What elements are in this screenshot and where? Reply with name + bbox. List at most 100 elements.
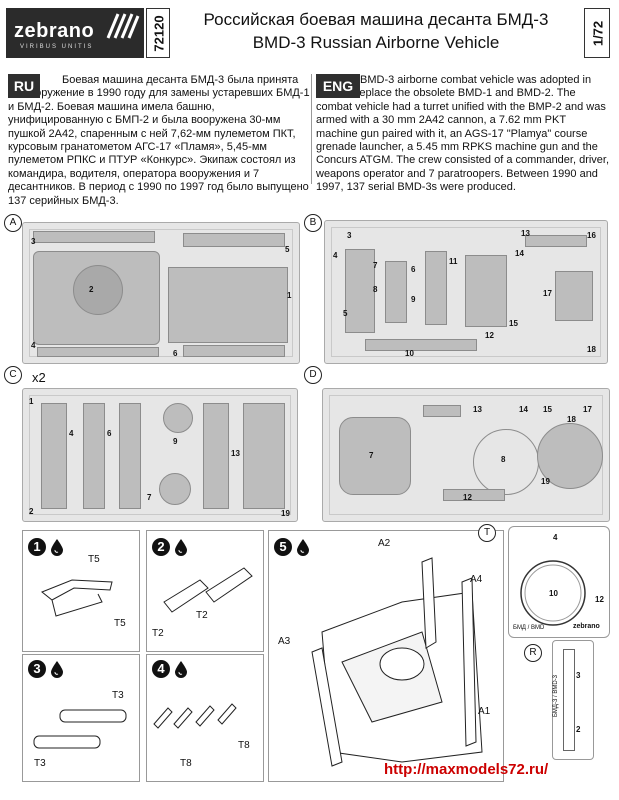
scale-label: 1/72 (590, 20, 606, 47)
plastic-part (83, 403, 105, 509)
plastic-part (423, 405, 461, 417)
sprue-d-label: D (304, 366, 322, 384)
pe-fret-r-label: R (524, 644, 542, 662)
part-number: 5 (343, 309, 348, 318)
part-number: 4 (69, 429, 74, 438)
part-number: 18 (587, 345, 596, 354)
hull-top-part (168, 267, 288, 343)
side-skirt-part (183, 345, 285, 357)
step-1-callout: T5 (114, 618, 126, 629)
step-2-callout: T2 (196, 610, 208, 621)
plastic-part (203, 403, 229, 509)
step-4-callout: T8 (238, 740, 250, 751)
glue-drop-icon (175, 539, 187, 556)
step-4-box (146, 654, 264, 782)
sprue-a: 2 1 3 4 5 6 (22, 222, 300, 364)
side-skirt-part (37, 347, 159, 357)
column-divider (311, 74, 312, 184)
step-5-callout: A3 (278, 636, 291, 647)
step-3-callout: T3 (112, 690, 124, 701)
description-english: BMD-3 airborne combat vehicle was adopte… (316, 74, 610, 194)
road-wheel-part (163, 403, 193, 433)
language-badge-en: ENG (316, 74, 360, 98)
part-number: 14 (519, 405, 528, 414)
plastic-part (525, 235, 587, 247)
step-4-drawing (153, 703, 237, 729)
part-number: 15 (509, 319, 518, 328)
plastic-part (465, 255, 507, 327)
step-3-box (22, 654, 140, 782)
plastic-part (345, 249, 375, 333)
step-1-number: 1 (28, 538, 46, 556)
sprue-a-label: A (4, 214, 22, 232)
part-number: 4 (31, 341, 36, 350)
part-number: 6 (411, 265, 416, 274)
part-number: 17 (543, 289, 552, 298)
title-english: BMD-3 Russian Airborne Vehicle (252, 33, 500, 52)
logo-text: zebrano (14, 20, 95, 42)
step-5-callout: A2 (378, 538, 391, 549)
logo-subtitle: VIRIBUS UNITIS (20, 44, 94, 50)
part-number: 8 (373, 285, 378, 294)
part-number: 15 (543, 405, 552, 414)
step-5-drawing (311, 557, 483, 767)
pe-fret-t-logo: zebrano (573, 623, 600, 630)
part-number: 8 (501, 455, 506, 464)
part-number: 7 (373, 261, 378, 270)
part-number: 17 (583, 405, 592, 414)
pe-fret-t-text: БМД / BMD (513, 625, 545, 631)
kit-number: 72120 (151, 15, 167, 52)
part-number: 3 (31, 237, 36, 246)
part-number: 19 (541, 477, 550, 486)
plastic-part (41, 403, 67, 509)
part-number: 11 (449, 257, 458, 266)
part-number: 9 (411, 295, 416, 304)
part-number: 10 (549, 589, 558, 598)
turret-ring-part (473, 429, 539, 495)
part-number: 10 (405, 349, 414, 358)
side-skirt-part (183, 233, 285, 247)
step-2-number: 2 (152, 538, 170, 556)
pe-fret-r: 3 2 БМД-3 / BMD-3 (552, 640, 594, 760)
website-url[interactable]: http://maxmodels72.ru/ (384, 761, 549, 778)
part-number: 16 (587, 231, 596, 240)
plastic-part (443, 489, 505, 501)
step-3-drawing (33, 709, 127, 749)
language-badge-ru: RU (8, 74, 40, 98)
glue-drop-icon (51, 539, 63, 556)
sprue-c-multiplier: x2 (32, 370, 46, 385)
step-4-number: 4 (152, 660, 170, 678)
glue-drop-icon (175, 661, 187, 678)
part-number: 12 (463, 493, 472, 502)
part-number: 13 (521, 229, 530, 238)
part-number: 18 (567, 415, 576, 424)
part-number: 13 (473, 405, 482, 414)
glue-drop-icon (51, 661, 63, 678)
part-number: 2 (89, 285, 94, 294)
zebra-stripes-icon (106, 13, 140, 39)
part-number: 12 (595, 595, 604, 604)
step-4-callout: T8 (180, 758, 192, 769)
step-1-callout: T5 (88, 554, 100, 565)
part-number: 7 (369, 451, 374, 460)
header: zebrano VIRIBUS UNITIS 72120 Российская … (0, 0, 619, 64)
part-number: 2 (29, 507, 34, 516)
part-number: 9 (173, 437, 178, 446)
sprue-c: 9 1 2 4 6 7 13 19 (22, 388, 298, 522)
step-3-callout: T3 (34, 758, 46, 769)
part-number: 14 (515, 249, 524, 258)
part-number: 6 (173, 349, 178, 358)
step-1-box (22, 530, 140, 652)
plastic-part (425, 251, 447, 325)
part-number: 5 (285, 245, 290, 254)
side-skirt-part (33, 231, 155, 243)
kit-number-box: 72120 (146, 8, 170, 58)
part-number: 19 (281, 509, 290, 518)
glue-drop-icon (297, 539, 309, 556)
step-5-box (268, 530, 504, 782)
plastic-part (555, 271, 593, 321)
turret-top-part (537, 423, 603, 489)
plastic-part (365, 339, 477, 351)
part-number: 12 (485, 331, 494, 340)
step-5-callout: A1 (478, 706, 491, 717)
